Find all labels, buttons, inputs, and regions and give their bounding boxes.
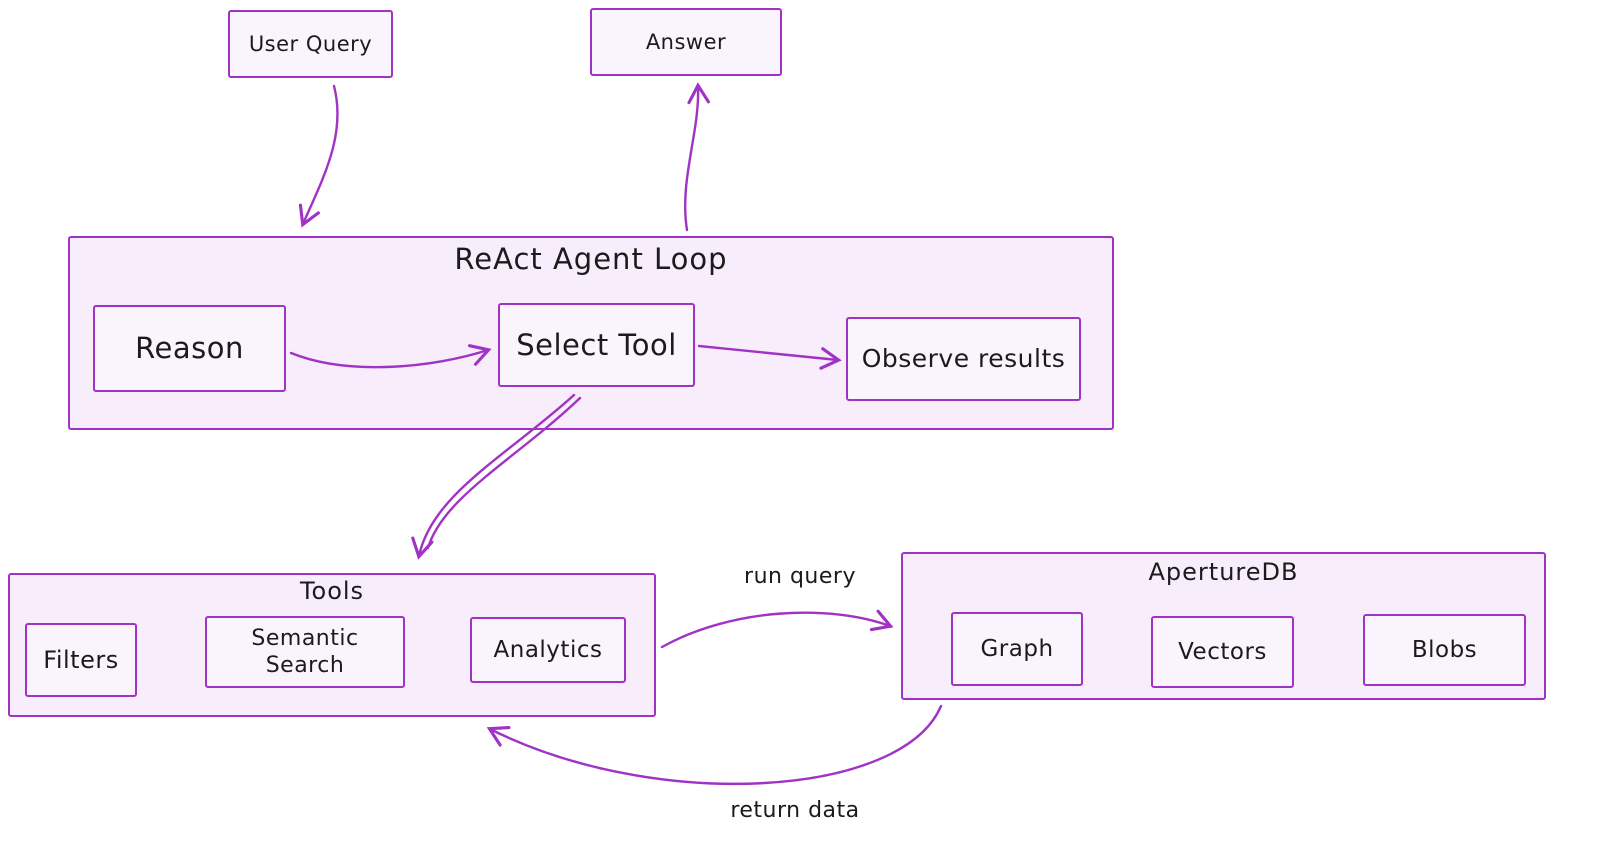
return-data-edge-label: return data [730,798,860,823]
run-query-edge-label: run query [744,564,856,589]
observe-results-node: Observe results [846,317,1081,401]
analytics-node: Analytics [470,617,626,683]
react-agent-loop-title: ReAct Agent Loop [454,242,728,276]
blobs-node: Blobs [1363,614,1526,686]
arrow-tools-to-aperturedb [660,609,894,649]
tools-title: Tools [299,577,365,605]
reason-node: Reason [93,305,286,392]
user-query-node: User Query [228,10,393,78]
answer-node: Answer [590,8,782,76]
select-tool-node: Select Tool [498,303,695,387]
semantic-search-node: Semantic Search [205,616,405,688]
filters-node: Filters [25,623,137,697]
vectors-node: Vectors [1151,616,1294,688]
graph-node: Graph [951,612,1083,686]
aperturedb-title: ApertureDB [1148,558,1299,586]
arrow-user-query-to-react-loop [298,84,339,228]
arrow-aperturedb-to-tools [486,704,943,786]
arrow-react-loop-to-answer [683,82,710,232]
